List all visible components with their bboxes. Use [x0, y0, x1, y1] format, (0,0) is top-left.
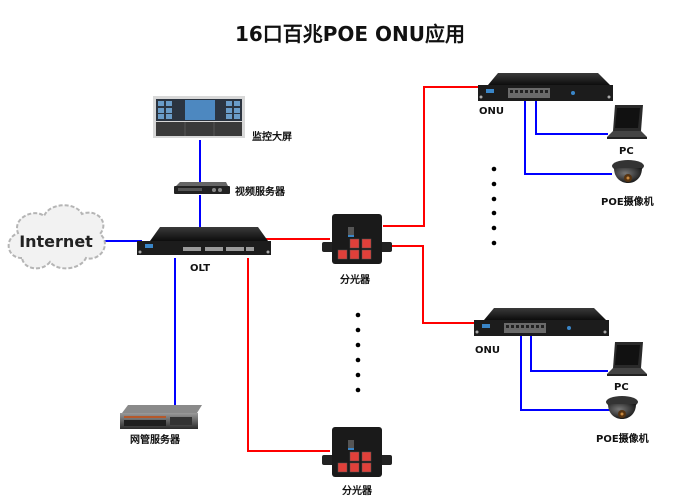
rack-switch-icon[interactable]: [478, 73, 613, 101]
laptop-icon[interactable]: [607, 342, 647, 376]
link-onu-top-camera: [524, 100, 612, 175]
rack-switch-icon[interactable]: [137, 227, 271, 255]
link-onu-top-pc: [535, 100, 608, 135]
link-onu-bottom-camera: [520, 336, 612, 411]
link-splitter-onu-bottom: [383, 245, 480, 324]
video-server-label: 视频服务器: [235, 187, 285, 198]
dome-camera-icon[interactable]: [612, 160, 644, 183]
link-olt-splitter-bottom: [247, 258, 330, 452]
splitter-bottom-label: 分光器: [342, 486, 372, 497]
olt-label: OLT: [190, 263, 211, 274]
nvr-icon[interactable]: [174, 182, 230, 194]
video-wall-icon[interactable]: [153, 96, 245, 138]
camera-top-label: POE摄像机: [601, 197, 654, 208]
nms-server-label: 网管服务器: [130, 435, 180, 446]
pc-bottom-label: PC: [614, 382, 629, 393]
link-splitter-onu-top: [383, 86, 480, 227]
internet-label: Internet: [19, 232, 93, 251]
splitter-top-label: 分光器: [340, 275, 370, 286]
onu-top-label: ONU: [479, 106, 504, 117]
links: [100, 86, 612, 452]
dome-camera-icon[interactable]: [606, 396, 638, 419]
more-splitters-ellipsis: [355, 312, 361, 393]
splitter-icon[interactable]: [322, 214, 392, 264]
rack-switch-icon[interactable]: [474, 308, 609, 336]
rack-server-icon[interactable]: [120, 405, 202, 429]
onu-bottom-label: ONU: [475, 345, 500, 356]
pc-top-label: PC: [619, 146, 634, 157]
laptop-icon[interactable]: [607, 105, 647, 139]
link-onu-bottom-pc: [530, 336, 608, 372]
camera-bottom-label: POE摄像机: [596, 434, 649, 445]
splitter-icon[interactable]: [322, 427, 392, 477]
diagram-title: 16口百兆POE ONU应用: [234, 22, 466, 46]
cloud-icon[interactable]: Internet: [7, 204, 106, 270]
more-onus-ellipsis: [491, 166, 497, 246]
video-wall-label: 监控大屏: [252, 132, 292, 143]
